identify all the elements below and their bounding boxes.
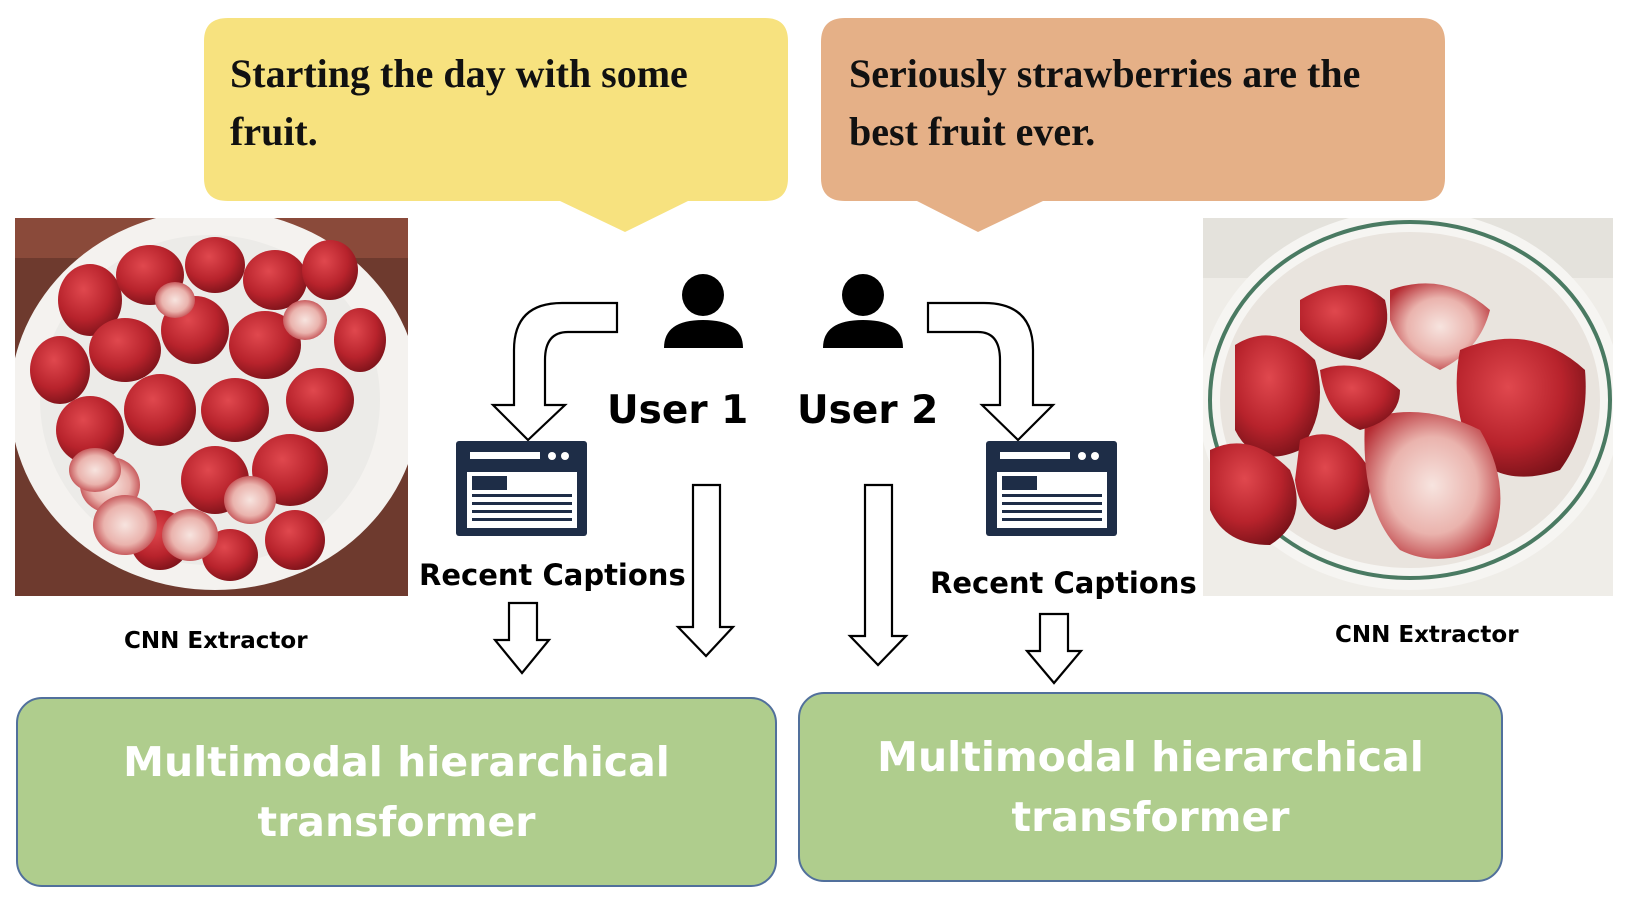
down-arrow-captions-right xyxy=(1024,612,1084,685)
strawberry-photo-right xyxy=(1203,218,1613,596)
cnn-extractor-label-right: CNN Extractor xyxy=(1335,622,1519,648)
speech-bubble-user1 xyxy=(204,18,788,232)
user2-label: User 2 xyxy=(797,388,939,433)
person-icon xyxy=(664,274,743,348)
strawberry-photo-left xyxy=(15,218,408,596)
multimodal-transformer-box-right: Multimodal hierarchical transformer xyxy=(798,692,1503,882)
recent-captions-label-right: Recent Captions xyxy=(930,566,1197,600)
document-window-icon xyxy=(986,441,1117,536)
user1-post-text: Starting the day with some fruit. xyxy=(230,51,688,154)
down-arrow-captions-left xyxy=(492,601,552,675)
speech-bubble-user2 xyxy=(821,18,1445,232)
down-arrow-user1 xyxy=(675,483,736,658)
user2-post-text: Seriously strawberries are the best frui… xyxy=(849,51,1361,154)
multimodal-transformer-box-left: Multimodal hierarchical transformer xyxy=(16,697,777,887)
curved-arrow-right xyxy=(926,301,1056,442)
person-icon xyxy=(823,274,903,348)
multimodal-transformer-label-left: Multimodal hierarchical transformer xyxy=(123,738,670,846)
cnn-extractor-label-left: CNN Extractor xyxy=(124,628,308,654)
multimodal-transformer-label-right: Multimodal hierarchical transformer xyxy=(877,733,1424,841)
down-arrow-user2 xyxy=(847,483,909,667)
document-window-icon xyxy=(456,441,587,536)
user1-label: User 1 xyxy=(607,388,749,433)
recent-captions-label-left: Recent Captions xyxy=(419,558,686,592)
curved-arrow-left xyxy=(490,301,619,442)
